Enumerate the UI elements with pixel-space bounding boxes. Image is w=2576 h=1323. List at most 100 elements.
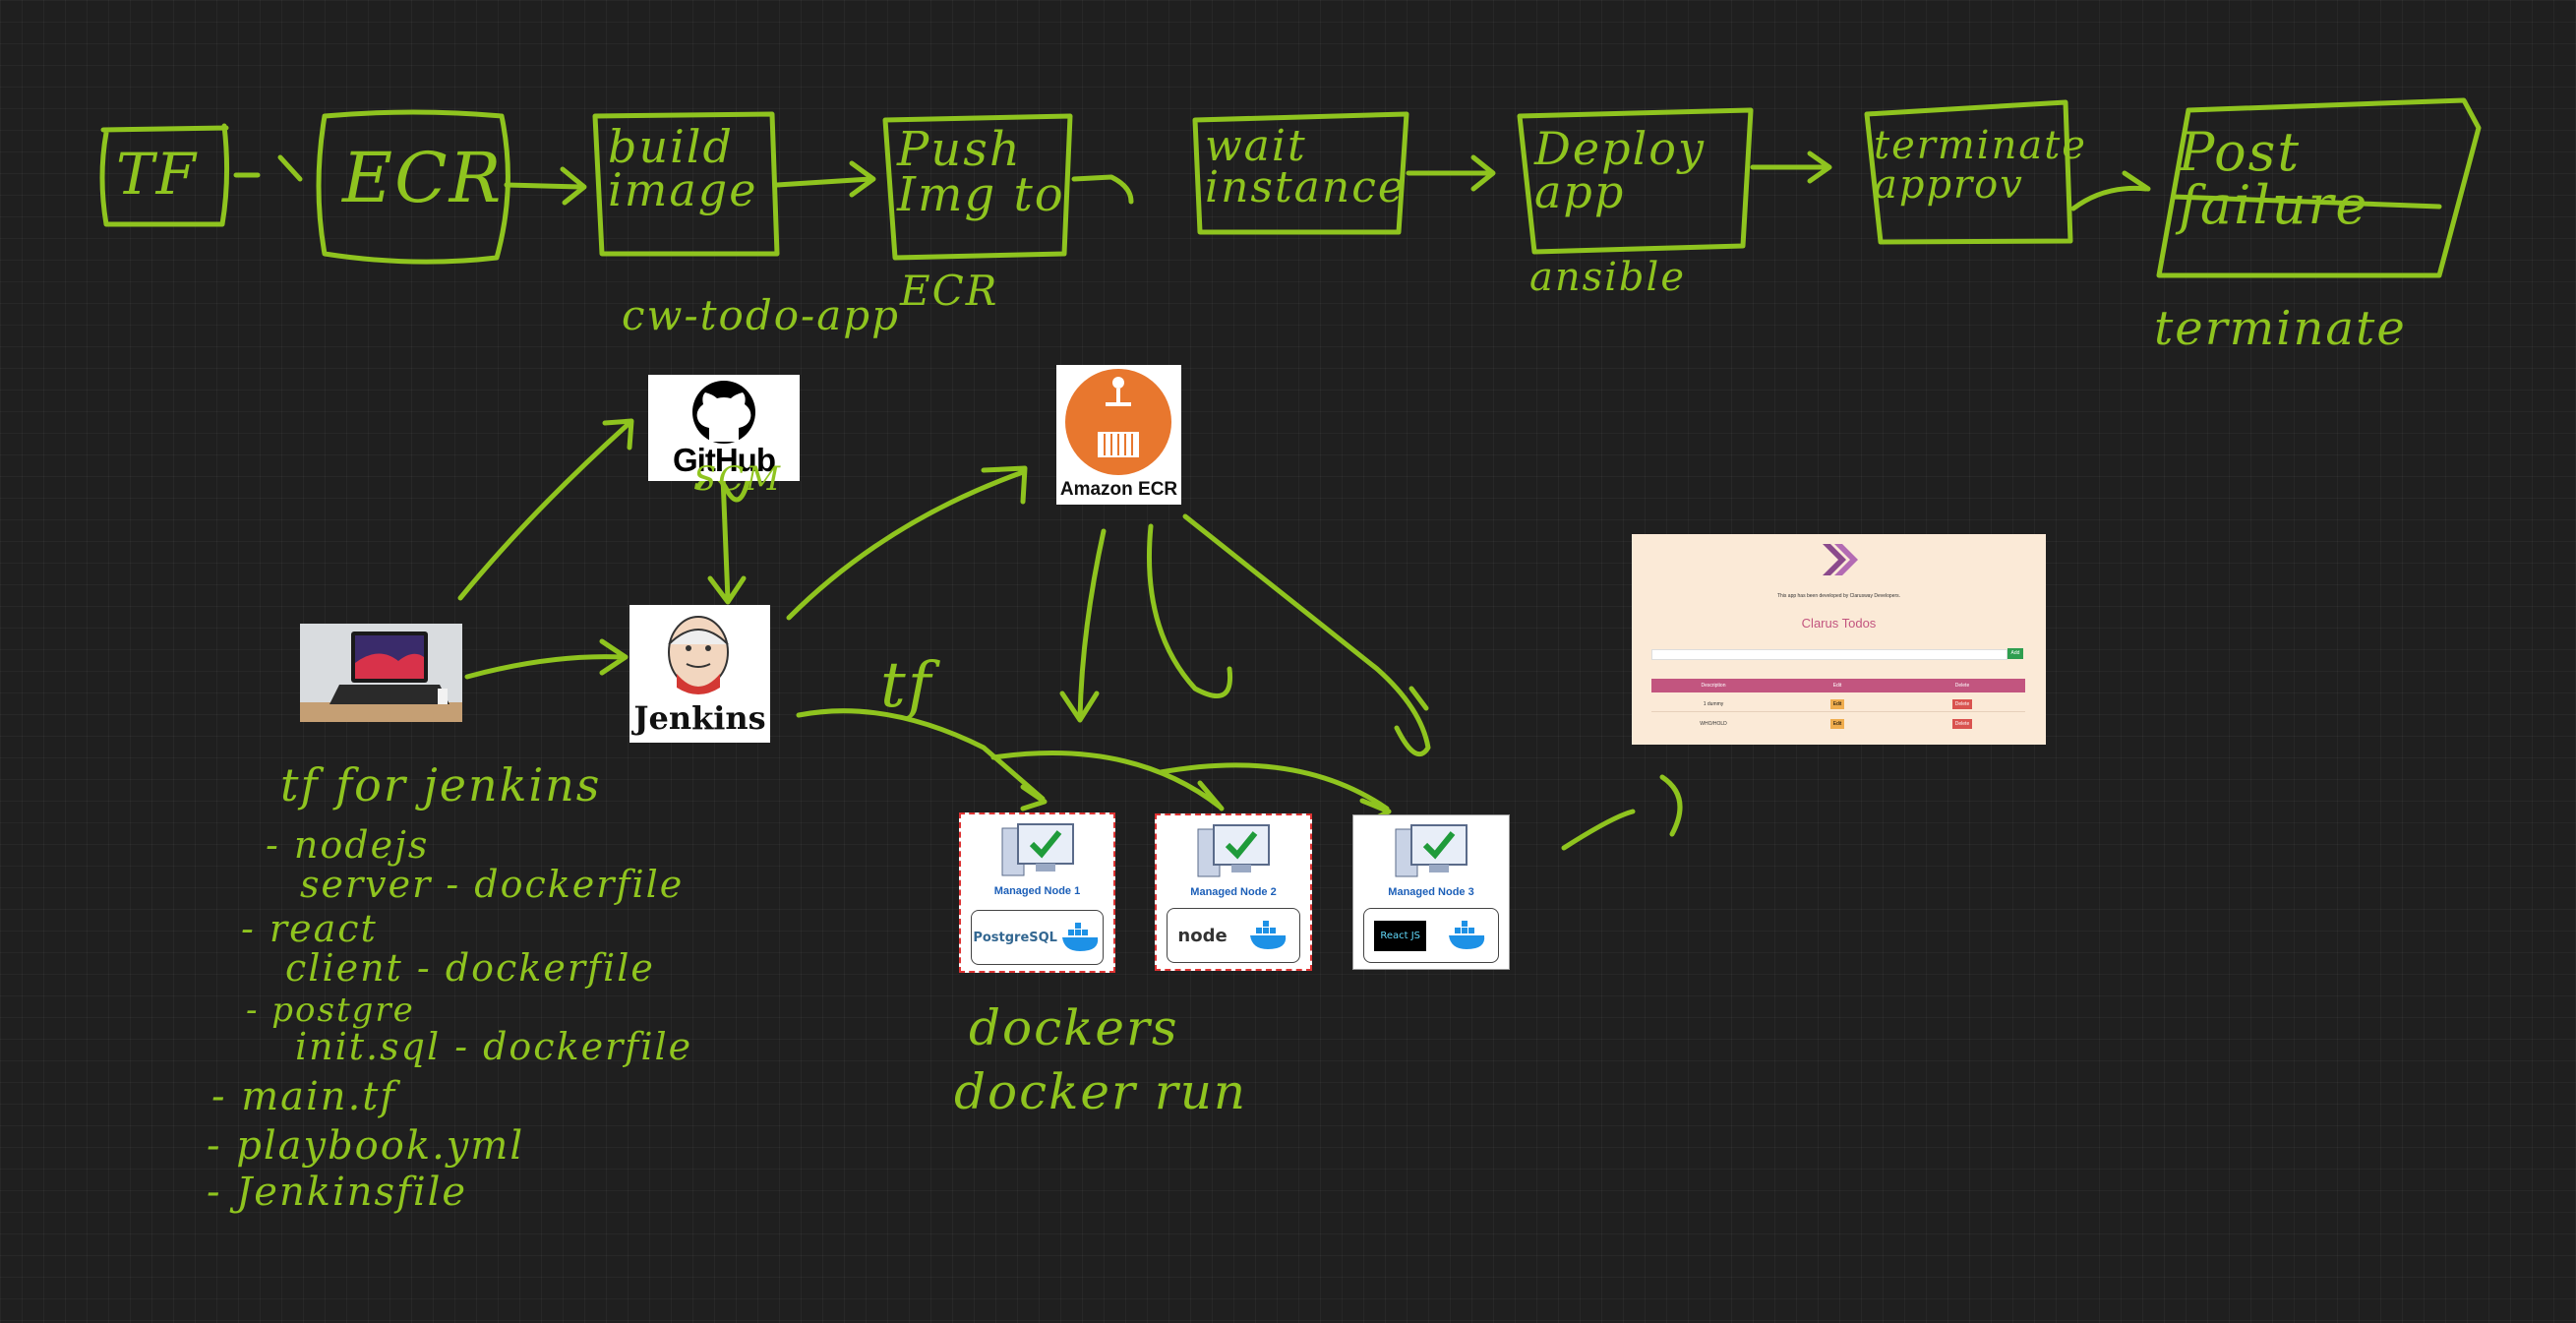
arrow-terminate-post: [2070, 170, 2151, 211]
jenkins-wordmark: Jenkins: [633, 699, 766, 737]
note-terminate: terminate: [2154, 301, 2407, 356]
arrow-ecr-build: [504, 166, 587, 206]
arrow-jenkins-tf: [796, 708, 1048, 812]
note-list-item: - postgre: [246, 991, 415, 1030]
laptop-image: [300, 624, 462, 722]
note-tf-for-jenkins: tf for jenkins: [280, 758, 602, 812]
managed-node-3: Managed Node 3 React JS: [1352, 814, 1510, 970]
table-row: 1 dummy Edit Delete: [1651, 697, 2025, 712]
column-header: Description: [1701, 683, 1726, 689]
docker-icon: [1061, 923, 1098, 951]
note-docker-run: docker run: [954, 1063, 1248, 1120]
arrow-deploy-terminate: [1750, 150, 1832, 184]
nodejs-icon: node: [1177, 925, 1228, 946]
node-tech-panel: PostgreSQL: [971, 910, 1104, 965]
note-list-item: - react: [241, 907, 378, 950]
managed-server-icon: [1395, 824, 1468, 877]
arrow-wait-deploy: [1406, 154, 1496, 192]
pipeline-box-ecr: [316, 109, 510, 265]
note-list-item: client - dockerfile: [285, 946, 655, 990]
pipeline-box-deploy: [1517, 107, 1754, 255]
node-tech-panel: node: [1167, 908, 1300, 963]
github-octocat-icon: [692, 381, 755, 444]
pipeline-step-terminate-approv: terminate approv: [1874, 123, 2087, 208]
app-subtitle: This app has been developed by Clarusway…: [1776, 593, 1901, 599]
pipeline-box-tf: [99, 123, 230, 227]
note-list-item: - nodejs: [266, 823, 430, 867]
pipeline-box-push: [882, 113, 1073, 261]
managed-node-2: Managed Node 2 node: [1155, 813, 1312, 971]
row-description: WHO/HOLD: [1700, 721, 1727, 727]
pipeline-step-post-failure: Post failure: [2179, 121, 2369, 236]
note-ecr: ECR: [900, 267, 999, 315]
arrow-tf-ecr: [233, 154, 303, 182]
todo-input[interactable]: [1651, 649, 2007, 660]
react-icon: React JS: [1374, 920, 1427, 951]
note-list-item: - playbook.yml: [207, 1123, 525, 1169]
jenkins-butler-icon: [668, 616, 729, 694]
managed-node-1: Managed Node 1 PostgreSQL: [959, 812, 1115, 973]
arrow-node3-app: [1561, 774, 1683, 851]
note-list-item: - Jenkinsfile: [207, 1170, 468, 1215]
edit-button[interactable]: Edit: [1829, 699, 1845, 709]
column-header: Edit: [1832, 683, 1842, 689]
row-description: 1 dummy: [1703, 701, 1724, 707]
note-cw-todo-app: cw-todo-app: [622, 291, 901, 339]
arrow-ecr-node1: [1059, 528, 1107, 723]
postgresql-icon: PostgreSQL: [973, 930, 1057, 945]
column-header: Delete: [1954, 683, 1970, 689]
clarusway-logo-icon: [1823, 544, 1858, 575]
note-scm: SCM: [693, 459, 783, 499]
arrow-laptop-github: [457, 418, 634, 601]
managed-node-label: Managed Node 2: [1190, 886, 1277, 898]
app-title: Clarus Todos: [1801, 616, 1877, 631]
node-tech-panel: React JS: [1363, 908, 1499, 963]
pipeline-step-wait-instance: wait instance: [1205, 121, 1406, 212]
laptop-icon: [300, 624, 462, 722]
managed-node-label: Managed Node 3: [1388, 886, 1474, 898]
managed-server-icon: [1197, 824, 1270, 877]
pipeline-step-push-img: Push Img to: [897, 122, 1065, 222]
pipeline-box-post: [2156, 97, 2482, 278]
arrow-push-wait: [1071, 174, 1134, 205]
add-button[interactable]: Add: [2007, 648, 2023, 659]
arrow-ecr-node3: [1182, 513, 1431, 757]
github-wordmark: GitHub: [673, 442, 776, 478]
pipeline-step-tf: TF: [116, 141, 198, 208]
delete-button[interactable]: Delete: [1951, 719, 1973, 729]
pipeline-box-wait: [1192, 111, 1409, 235]
pipeline-step-build-image: build image: [608, 120, 758, 216]
pipeline-step-deploy-app: Deploy app: [1534, 122, 1706, 218]
pipeline-box-terminate: [1864, 99, 2073, 245]
arrow-jenkins-ecr: [786, 465, 1028, 621]
github-logo: GitHub: [648, 375, 800, 481]
arrow-tf-node2: [990, 751, 1225, 812]
docker-icon: [1249, 921, 1286, 949]
note-list-item: - main.tf: [211, 1074, 397, 1119]
note-ansible: ansible: [1529, 255, 1686, 300]
todo-table-header: Description Edit Delete: [1651, 679, 2025, 692]
table-row: WHO/HOLD Edit Delete: [1651, 717, 2025, 731]
arrow-build-push: [774, 160, 876, 198]
ecr-container-icon: [1065, 369, 1171, 475]
note-tf-arrow: tf: [880, 649, 933, 722]
note-list-item: init.sql - dockerfile: [295, 1025, 693, 1068]
app-preview: This app has been developed by Clarusway…: [1632, 534, 2046, 745]
managed-server-icon: [1001, 823, 1074, 876]
jenkins-logo: Jenkins: [629, 605, 770, 743]
amazon-ecr-logo: Amazon ECR: [1056, 365, 1181, 505]
pipeline-box-build: [592, 111, 780, 257]
edit-button[interactable]: Edit: [1829, 719, 1845, 729]
pipeline-step-ecr: ECR: [342, 138, 504, 218]
docker-icon: [1448, 921, 1484, 949]
note-dockers: dockers: [969, 999, 1179, 1056]
delete-button[interactable]: Delete: [1951, 699, 1973, 709]
note-list-item: server - dockerfile: [300, 863, 685, 906]
arrow-ecr-node2: [1146, 523, 1233, 699]
managed-node-label: Managed Node 1: [993, 885, 1081, 897]
amazon-ecr-label: Amazon ECR: [1059, 479, 1178, 500]
arrow-laptop-jenkins: [464, 638, 629, 680]
arrow-github-jenkins: [707, 474, 747, 605]
